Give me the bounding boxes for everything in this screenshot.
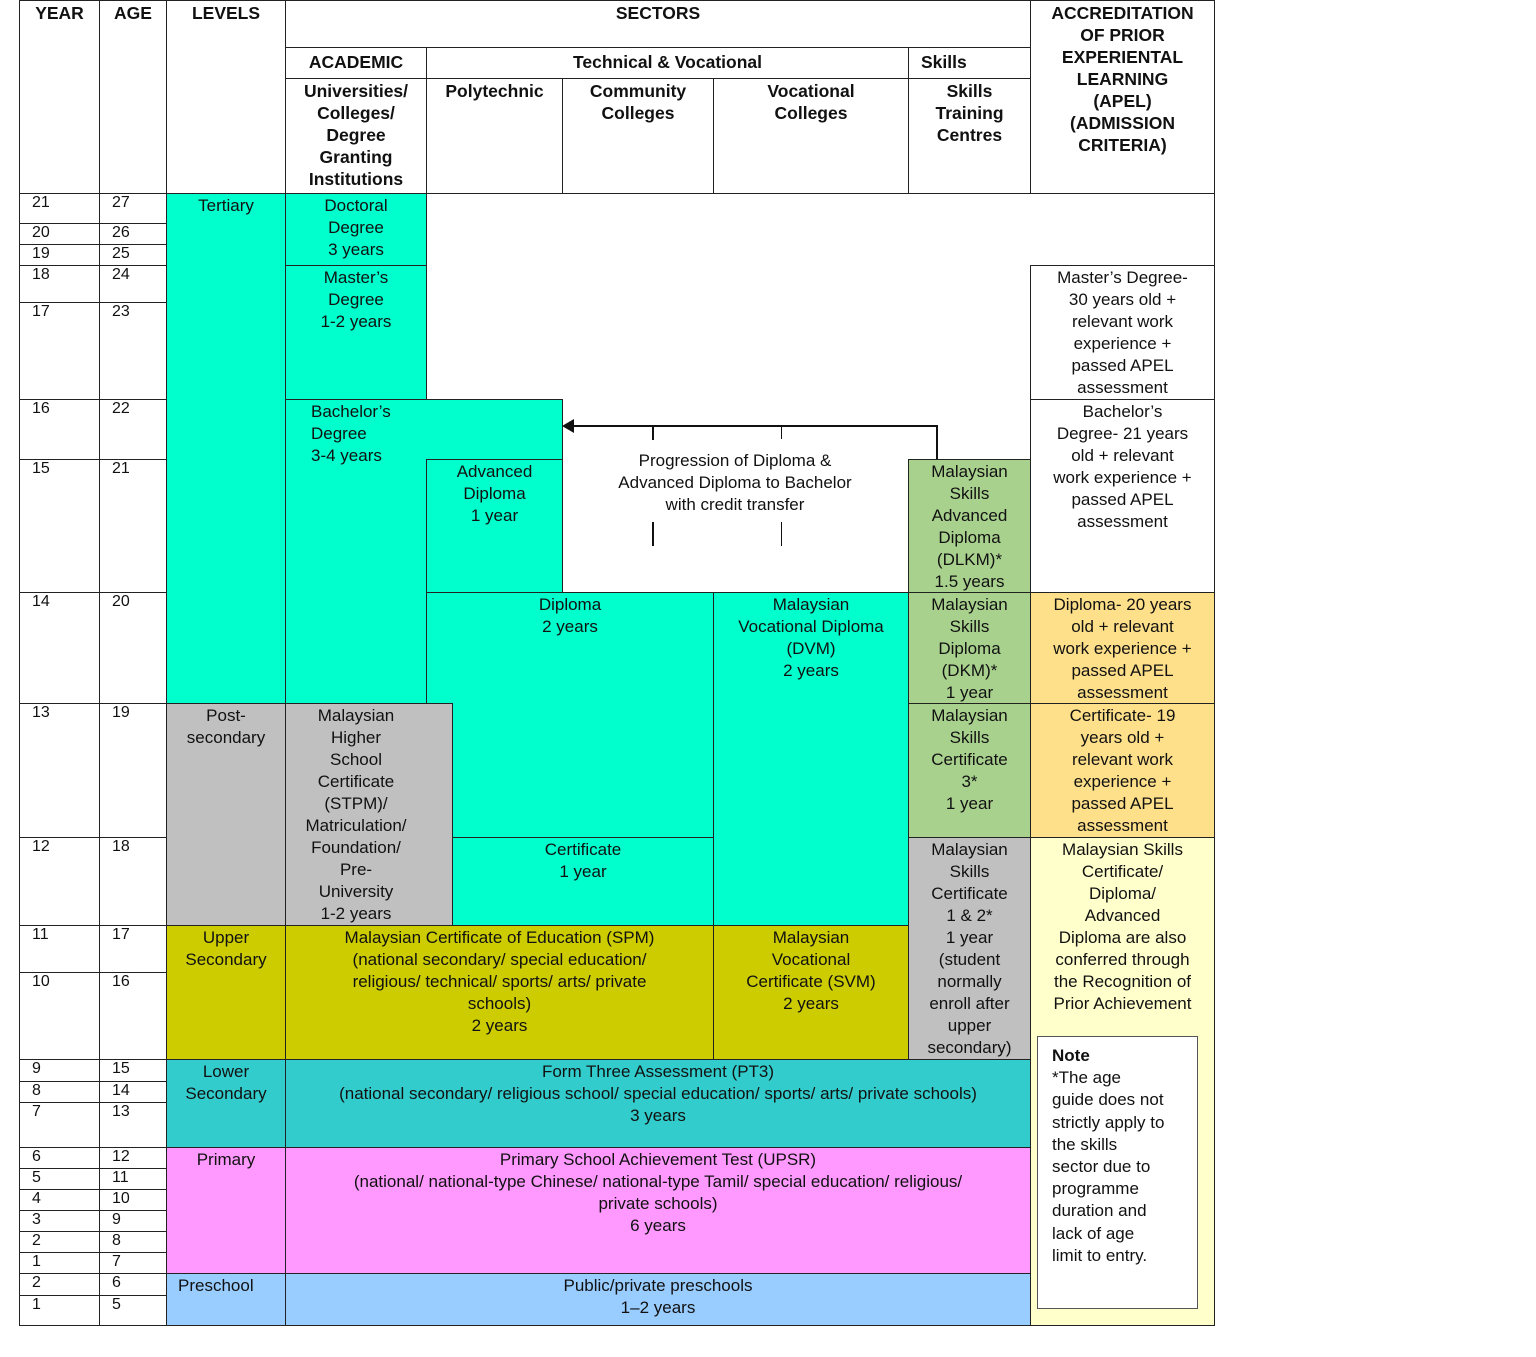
year-cell: 20 <box>19 223 100 245</box>
year-cell: 16 <box>19 399 100 460</box>
year-cell: 4 <box>19 1189 100 1211</box>
header-universities: Universities/ Colleges/ Degree Granting … <box>285 78 427 194</box>
header-apel: ACCREDITATION OF PRIOR EXPERIENTAL LEARN… <box>1030 0 1215 194</box>
header-vocational-colleges: Vocational Colleges <box>713 78 909 194</box>
header-levels: LEVELS <box>166 0 286 194</box>
year-cell: 14 <box>19 592 100 704</box>
header-year: YEAR <box>19 0 100 194</box>
year-cell: 13 <box>19 703 100 838</box>
age-cell: 9 <box>99 1210 167 1232</box>
age-cell: 19 <box>99 703 167 838</box>
year-cell: 2 <box>19 1231 100 1253</box>
year-cell: 9 <box>19 1059 100 1082</box>
block-upsr: Primary School Achievement Test (UPSR) (… <box>285 1147 1031 1274</box>
block-skills-certificate-3: Malaysian Skills Certificate 3* 1 year <box>908 703 1031 838</box>
year-cell: 2 <box>19 1273 100 1296</box>
empty-area-top <box>426 193 1215 266</box>
age-cell: 6 <box>99 1273 167 1296</box>
year-cell: 17 <box>19 302 100 400</box>
age-cell: 17 <box>99 925 167 973</box>
age-cell: 12 <box>99 1147 167 1169</box>
arrow-line-right-drop <box>936 425 938 459</box>
block-doctoral-degree: Doctoral Degree 3 years <box>285 193 427 266</box>
block-masters-degree: Master’s Degree 1-2 years <box>285 265 427 400</box>
apel-masters: Master’s Degree- 30 years old + relevant… <box>1030 265 1215 400</box>
header-age: AGE <box>99 0 167 194</box>
arrow-line-horizontal <box>572 425 938 427</box>
age-cell: 11 <box>99 1168 167 1190</box>
year-cell: 21 <box>19 193 100 224</box>
arrow-tick-3 <box>652 522 654 546</box>
age-cell: 27 <box>99 193 167 224</box>
block-vocational-diploma-dvm: Malaysian Vocational Diploma (DVM) 2 yea… <box>713 592 909 926</box>
year-cell: 7 <box>19 1102 100 1148</box>
age-cell: 25 <box>99 244 167 266</box>
year-cell: 8 <box>19 1081 100 1103</box>
block-skills-advanced-diploma-dlkm: Malaysian Skills Advanced Diploma (DLKM)… <box>908 459 1031 593</box>
age-cell: 5 <box>99 1295 167 1326</box>
year-cell: 18 <box>19 265 100 303</box>
block-pt3: Form Three Assessment (PT3) (national se… <box>285 1059 1031 1148</box>
age-cell: 23 <box>99 302 167 400</box>
age-cell: 8 <box>99 1231 167 1253</box>
year-cell: 19 <box>19 244 100 266</box>
note-text: *The age guide does not strictly apply t… <box>1052 1068 1165 1265</box>
level-post-secondary: Post- secondary <box>166 703 286 926</box>
year-cell: 6 <box>19 1147 100 1169</box>
progression-note: Progression of Diploma & Advanced Diplom… <box>618 451 852 514</box>
block-skills-certificate-1-2: Malaysian Skills Certificate 1 & 2* 1 ye… <box>908 837 1031 1060</box>
block-advanced-diploma: Advanced Diploma 1 year <box>426 459 563 593</box>
age-cell: 7 <box>99 1252 167 1274</box>
year-cell: 11 <box>19 925 100 973</box>
apel-certificate: Certificate- 19 years old + relevant wor… <box>1030 703 1215 838</box>
level-lower-secondary: Lower Secondary <box>166 1059 286 1148</box>
level-tertiary: Tertiary <box>166 193 286 704</box>
age-cell: 16 <box>99 972 167 1060</box>
header-technical-vocational: Technical & Vocational <box>426 47 909 79</box>
header-polytechnic: Polytechnic <box>426 78 563 194</box>
note-title: Note <box>1052 1046 1090 1065</box>
year-cell: 15 <box>19 459 100 593</box>
level-primary: Primary <box>166 1147 286 1274</box>
year-cell: 3 <box>19 1210 100 1232</box>
age-cell: 22 <box>99 399 167 460</box>
age-cell: 20 <box>99 592 167 704</box>
block-certificate: Certificate 1 year <box>452 837 714 926</box>
note-box: Note *The age guide does not strictly ap… <box>1037 1036 1198 1309</box>
year-cell: 5 <box>19 1168 100 1190</box>
header-sectors: SECTORS <box>285 0 1031 48</box>
arrow-tick-1 <box>652 426 654 440</box>
age-cell: 15 <box>99 1059 167 1082</box>
arrow-tick-4 <box>781 522 782 546</box>
year-cell: 10 <box>19 972 100 1060</box>
year-cell: 12 <box>19 837 100 926</box>
year-cell: 1 <box>19 1252 100 1274</box>
block-spm: Malaysian Certificate of Education (SPM)… <box>285 925 714 1060</box>
year-cell: 1 <box>19 1295 100 1326</box>
header-academic: ACADEMIC <box>285 47 427 79</box>
block-preschool: Public/private preschools 1–2 years <box>285 1273 1031 1326</box>
level-preschool: Preschool <box>166 1273 286 1326</box>
age-cell: 14 <box>99 1081 167 1103</box>
apel-bachelors: Bachelor’s Degree- 21 years old + releva… <box>1030 399 1215 593</box>
header-skills: Skills <box>908 47 1031 79</box>
header-community-colleges: Community Colleges <box>562 78 714 194</box>
age-cell: 10 <box>99 1189 167 1211</box>
block-diploma: Diploma 2 years <box>426 592 714 838</box>
age-cell: 18 <box>99 837 167 926</box>
age-cell: 26 <box>99 223 167 245</box>
level-upper-secondary: Upper Secondary <box>166 925 286 1060</box>
age-cell: 24 <box>99 265 167 303</box>
age-cell: 13 <box>99 1102 167 1148</box>
age-cell: 21 <box>99 459 167 593</box>
arrow-head-icon <box>562 419 574 433</box>
arrow-tick-2 <box>781 426 782 439</box>
header-skills-training-centres: Skills Training Centres <box>908 78 1031 194</box>
apel-diploma: Diploma- 20 years old + relevant work ex… <box>1030 592 1215 704</box>
block-skills-diploma-dkm: Malaysian Skills Diploma (DKM)* 1 year <box>908 592 1031 704</box>
block-stpm-matriculation: Malaysian Higher School Certificate (STP… <box>285 703 453 926</box>
block-svm: Malaysian Vocational Certificate (SVM) 2… <box>713 925 909 1060</box>
